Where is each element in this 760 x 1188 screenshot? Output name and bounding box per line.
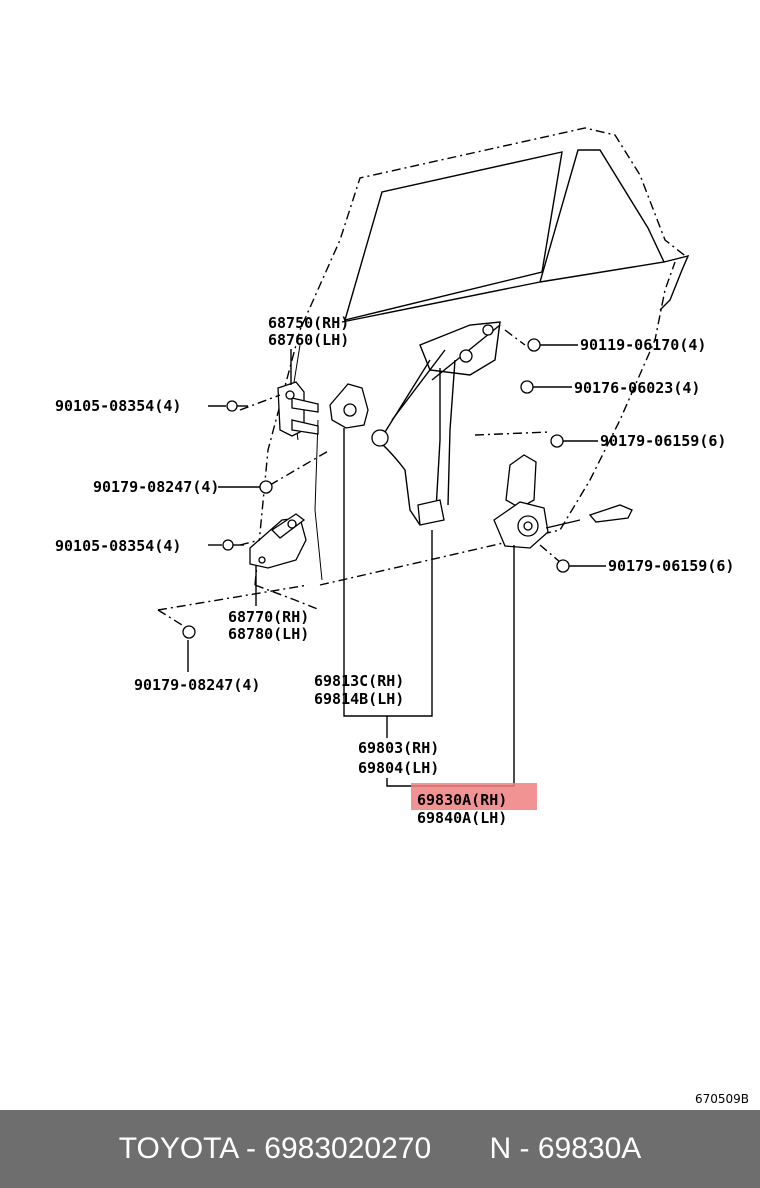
footer-part-number: 6983020270 [264,1132,432,1165]
footer-text: TOYOTA - 6983020270 N - 69830A [118,1132,642,1165]
label-90105-upper: 90105-08354(4) [55,397,181,415]
bolt-90119 [527,338,541,352]
part-labels: 68750(RH) 68760(LH) 90119-06170(4) 90176… [55,314,749,1106]
label-90105-lower: 90105-08354(4) [55,537,181,555]
label-68750: 68750(RH) [268,314,349,332]
window-regulator [371,321,501,526]
check-bracket [329,383,369,429]
bolt-90105-lower [222,539,244,551]
door-outline [254,127,690,611]
leader-lines [187,344,606,787]
label-69814: 69814B(LH) [314,690,404,708]
label-68770: 68770(RH) [228,608,309,626]
nut-90179-08247-lower [182,625,196,639]
label-69830-highlighted[interactable]: 69830A(RH) [417,791,507,809]
label-90119: 90119-06170(4) [580,336,706,354]
lower-hinge [249,513,307,569]
label-90179-06159-upper: 90179-06159(6) [600,432,726,450]
parts-diagram: 68750(RH) 68760(LH) 90119-06170(4) 90176… [55,127,749,1106]
label-69813: 69813C(RH) [314,672,404,690]
label-69840: 69840A(LH) [417,809,507,827]
label-68780: 68780(LH) [228,625,309,643]
footer-brand: TOYOTA [118,1132,238,1165]
upper-hinge [277,381,319,437]
nut-90179-06159-upper [550,434,564,448]
guide-lines [157,329,561,631]
label-90179-08247-lower: 90179-08247(4) [134,676,260,694]
diagram-code: 670509B [695,1092,749,1106]
label-68760: 68760(LH) [268,331,349,349]
label-69803: 69803(RH) [358,739,439,757]
nut-90179-06159-lower [556,559,570,573]
label-90179-06159-lower: 90179-06159(6) [608,557,734,575]
footer-bar: TOYOTA - 6983020270 N - 69830A [0,1110,760,1188]
nut-90179-08247-upper [259,480,273,494]
highlight-box [411,783,537,810]
label-90176: 90176-06023(4) [574,379,700,397]
label-90179-08247-upper: 90179-08247(4) [93,478,219,496]
footer-ref: N - 69830A [489,1132,642,1165]
bolt-90105-upper [226,400,248,412]
fasteners [182,338,570,639]
label-69804: 69804(LH) [358,759,439,777]
bolt-90176 [520,380,534,394]
window-motor [493,454,633,549]
